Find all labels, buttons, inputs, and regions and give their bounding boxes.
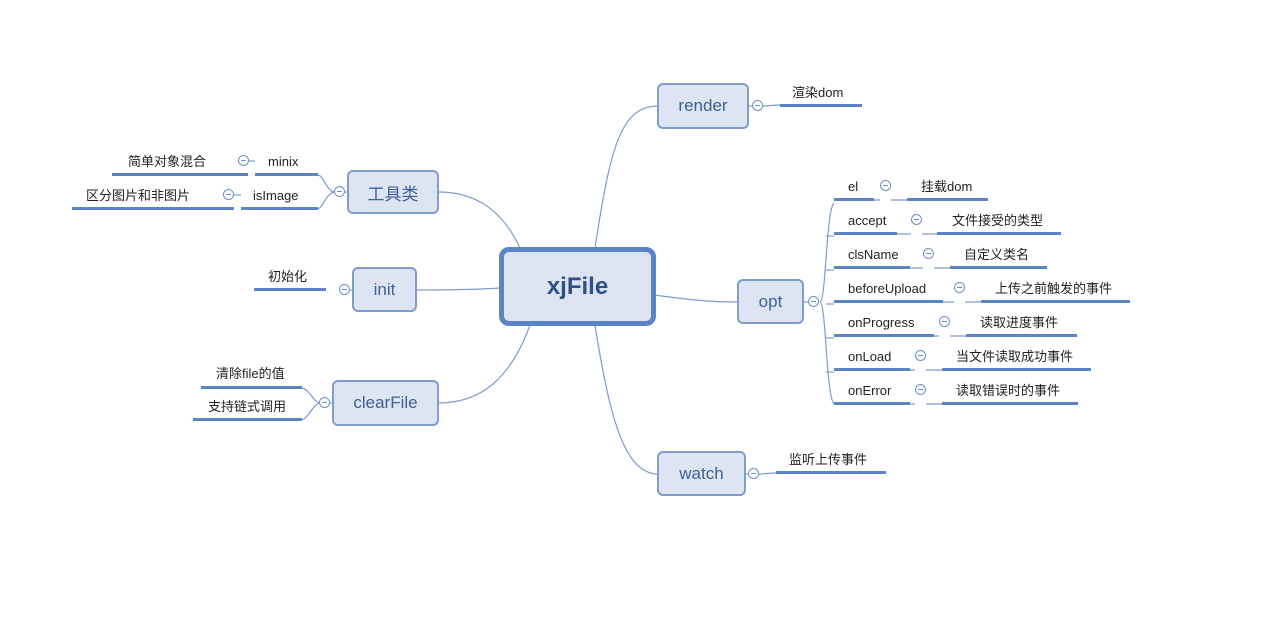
opt-beforeUpload-desc: 上传之前触发的事件 bbox=[995, 281, 1113, 296]
node-init[interactable]: init bbox=[352, 267, 417, 312]
minix-desc: 简单对象混合 bbox=[128, 154, 207, 169]
node-tools[interactable]: 工具类 bbox=[347, 170, 439, 214]
opt-onProgress-desc: 读取进度事件 bbox=[980, 315, 1059, 330]
underline bbox=[834, 334, 934, 337]
collapse-icon[interactable] bbox=[334, 186, 345, 197]
collapse-icon[interactable] bbox=[915, 384, 926, 395]
underline bbox=[907, 198, 988, 201]
underline bbox=[937, 232, 1061, 235]
isImage-label: isImage bbox=[253, 188, 299, 203]
collapse-icon[interactable] bbox=[752, 100, 763, 111]
opt-el-desc: 挂载dom bbox=[921, 179, 973, 194]
clearFile-leaf-2: 支持链式调用 bbox=[208, 399, 287, 414]
underline bbox=[255, 173, 318, 176]
opt-accept-desc: 文件接受的类型 bbox=[952, 213, 1044, 228]
underline bbox=[834, 266, 910, 269]
connector-opt-trunk2 bbox=[819, 301, 835, 405]
underline bbox=[981, 300, 1130, 303]
connector-root-opt bbox=[654, 294, 739, 303]
isImage-desc: 区分图片和非图片 bbox=[86, 188, 191, 203]
connector-root-tools bbox=[437, 191, 521, 249]
underline bbox=[780, 104, 862, 107]
connector-root-watch bbox=[594, 324, 659, 475]
underline bbox=[834, 198, 874, 201]
underline bbox=[942, 402, 1078, 405]
underline bbox=[254, 288, 326, 291]
collapse-icon[interactable] bbox=[915, 350, 926, 361]
opt-beforeUpload-label: beforeUpload bbox=[848, 281, 927, 296]
opt-onProgress-label: onProgress bbox=[848, 315, 915, 330]
underline bbox=[201, 386, 302, 389]
opt-onError-desc: 读取错误时的事件 bbox=[956, 383, 1061, 398]
underline bbox=[72, 207, 234, 210]
collapse-icon[interactable] bbox=[954, 282, 965, 293]
underline bbox=[241, 207, 318, 210]
opt-clsName-label: clsName bbox=[848, 247, 899, 262]
clearFile-leaf-1: 清除file的值 bbox=[216, 366, 285, 381]
collapse-icon[interactable] bbox=[223, 189, 234, 200]
node-watch[interactable]: watch bbox=[657, 451, 746, 496]
connector-clear-leaf2 bbox=[301, 402, 320, 421]
opt-clsName-desc: 自定义类名 bbox=[964, 247, 1030, 262]
connector-tools-isImage bbox=[317, 191, 335, 210]
node-opt[interactable]: opt bbox=[737, 279, 804, 324]
minix-label: minix bbox=[268, 154, 299, 169]
collapse-icon[interactable] bbox=[748, 468, 759, 479]
collapse-icon[interactable] bbox=[339, 284, 350, 295]
connector-tools-minix bbox=[317, 174, 335, 193]
connector-render-leaf2 bbox=[762, 104, 781, 107]
opt-accept-label: accept bbox=[848, 213, 887, 228]
underline bbox=[193, 418, 302, 421]
collapse-icon[interactable] bbox=[319, 397, 330, 408]
underline bbox=[776, 471, 886, 474]
underline bbox=[834, 232, 897, 235]
collapse-icon[interactable] bbox=[808, 296, 819, 307]
connector-opt-trunk bbox=[819, 202, 835, 303]
root-node[interactable]: xjFile bbox=[499, 247, 656, 326]
collapse-icon[interactable] bbox=[911, 214, 922, 225]
opt-onLoad-desc: 当文件读取成功事件 bbox=[956, 349, 1074, 364]
init-leaf-label: 初始化 bbox=[268, 269, 308, 284]
underline bbox=[950, 266, 1047, 269]
connector-root-render bbox=[594, 105, 659, 249]
underline bbox=[834, 402, 910, 405]
connector-clear-leaf1 bbox=[301, 387, 320, 404]
underline bbox=[834, 300, 943, 303]
render-leaf-label: 渲染dom bbox=[792, 85, 844, 100]
collapse-icon[interactable] bbox=[238, 155, 249, 166]
collapse-icon[interactable] bbox=[939, 316, 950, 327]
collapse-icon[interactable] bbox=[923, 248, 934, 259]
connector-root-clearFile bbox=[437, 324, 531, 404]
underline bbox=[834, 368, 910, 371]
node-render[interactable]: render bbox=[657, 83, 749, 129]
underline bbox=[942, 368, 1091, 371]
watch-leaf-label: 监听上传事件 bbox=[789, 452, 868, 467]
opt-onError-label: onError bbox=[848, 383, 892, 398]
underline bbox=[112, 173, 248, 176]
node-clearFile[interactable]: clearFile bbox=[332, 380, 439, 426]
opt-el-label: el bbox=[848, 179, 859, 194]
underline bbox=[966, 334, 1077, 337]
connector-root-init bbox=[415, 287, 501, 291]
opt-onLoad-label: onLoad bbox=[848, 349, 892, 364]
collapse-icon[interactable] bbox=[880, 180, 891, 191]
